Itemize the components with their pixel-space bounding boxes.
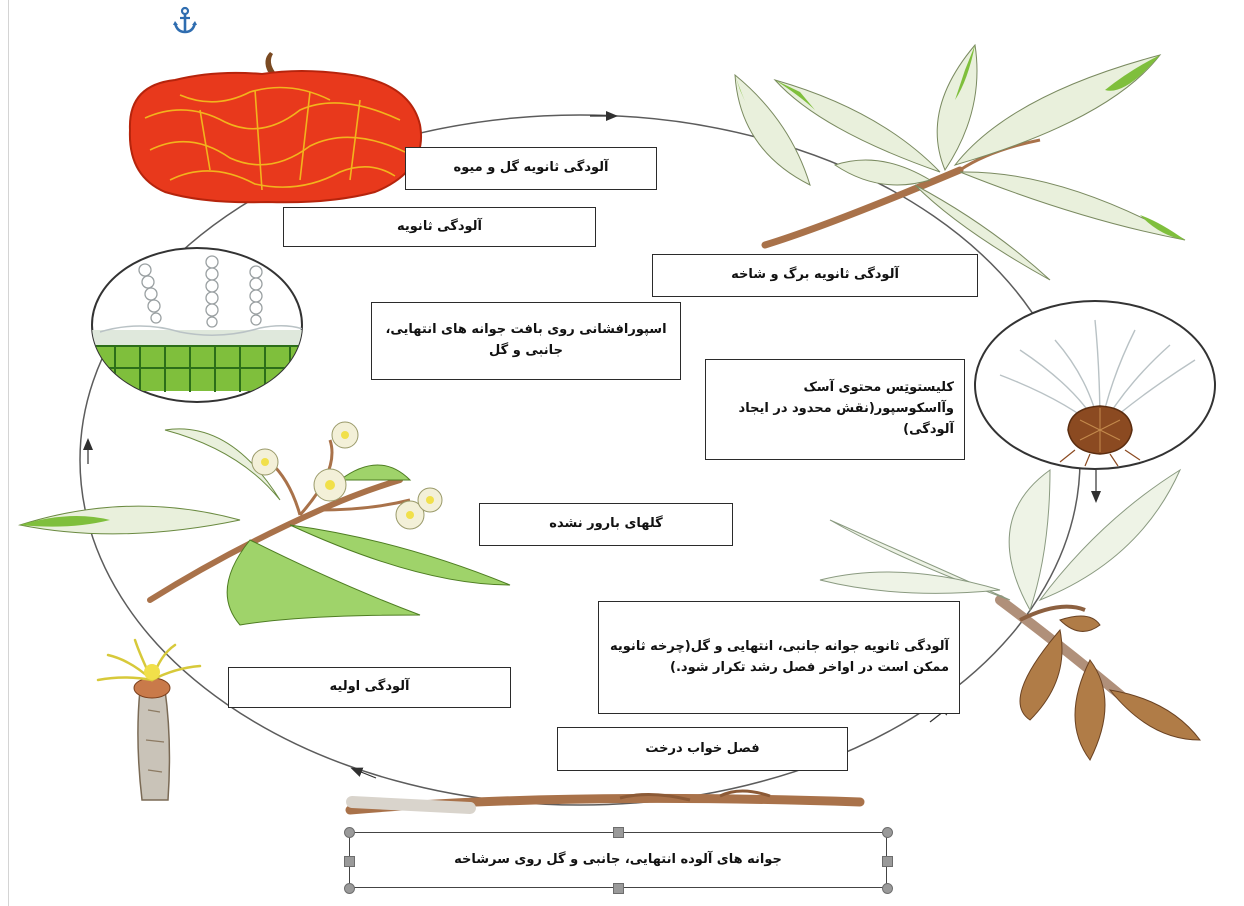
label-infected-buds-selected[interactable]: جوانه های آلوده انتهایی، جانبی و گل روی … [349,832,887,888]
apple-fruit-illustration [130,52,421,202]
label-dormant-season: فصل خواب درخت [557,727,848,771]
label-cleistothecium: کلیستوتِس محتوی آسک وآاسکوسپور(نقش محدود… [705,359,965,460]
cleistothecium-lens-illustration [975,301,1215,469]
resize-handle-top-center[interactable] [613,827,624,838]
resize-handle-middle-left[interactable] [344,856,355,867]
flower-cluster-illustration [20,422,510,625]
resize-handle-bottom-right[interactable] [882,883,893,894]
sporulation-lens-illustration [90,248,310,402]
resize-handle-top-left[interactable] [344,827,355,838]
label-secondary-flower-fruit: آلودگی ثانویه گل و میوه [405,147,657,190]
label-secondary-bud-infection: آلودگی ثانویه جوانه جانبی، انتهایی و گل(… [598,601,960,714]
leaf-branch-illustration [735,45,1185,280]
dormant-twig-illustration [350,791,860,810]
label-sporulation: اسپورافشانی روی بافت جوانه های انتهایی، … [371,302,681,380]
infected-bud-illustration [98,640,200,800]
label-secondary-infection: آلودگی ثانویه [283,207,596,247]
resize-handle-bottom-center[interactable] [613,883,624,894]
label-secondary-leaf-branch: آلودگی ثانویه برگ و شاخه [652,254,978,297]
label-primary-infection: آلودگی اولیه [228,667,511,708]
label-unfertilized-flowers: گلهای بارور نشده [479,503,733,546]
resize-handle-bottom-left[interactable] [344,883,355,894]
resize-handle-middle-right[interactable] [882,856,893,867]
resize-handle-top-right[interactable] [882,827,893,838]
